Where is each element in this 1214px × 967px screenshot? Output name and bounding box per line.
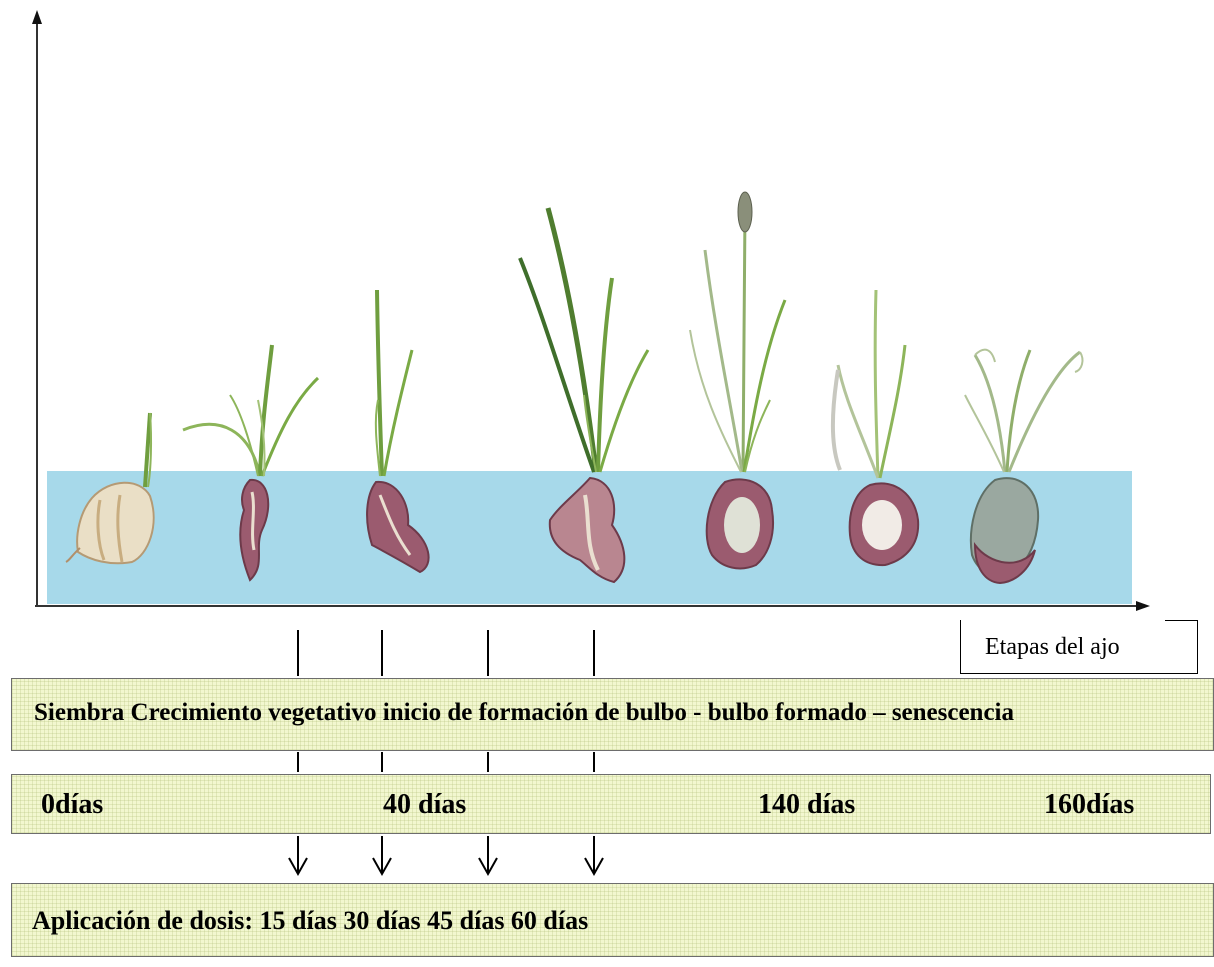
growth-stages-text: Siembra Crecimiento vegetativo inicio de… [34, 699, 1014, 727]
down-arrow [373, 836, 391, 874]
down-arrow [479, 836, 497, 874]
day-label-40: 40 días [383, 789, 466, 821]
days-band: 0días 40 días 140 días 160días [11, 774, 1211, 834]
down-arrow [585, 836, 603, 874]
down-arrow [289, 836, 307, 874]
day-label-160: 160días [1044, 789, 1134, 821]
dose-application-band: Aplicación de dosis: 15 días 30 días 45 … [11, 883, 1214, 957]
day-label-0: 0días [41, 789, 103, 821]
axis-label-box: Etapas del ajo [960, 620, 1198, 674]
axis-label: Etapas del ajo [985, 634, 1120, 661]
day-label-140: 140 días [758, 789, 855, 821]
x-axis-arrow [1136, 601, 1150, 611]
y-axis-arrow [32, 10, 42, 24]
growth-stages-band: Siembra Crecimiento vegetativo inicio de… [11, 678, 1214, 751]
application-connectors [289, 630, 603, 874]
dose-application-text: Aplicación de dosis: 15 días 30 días 45 … [32, 906, 588, 936]
